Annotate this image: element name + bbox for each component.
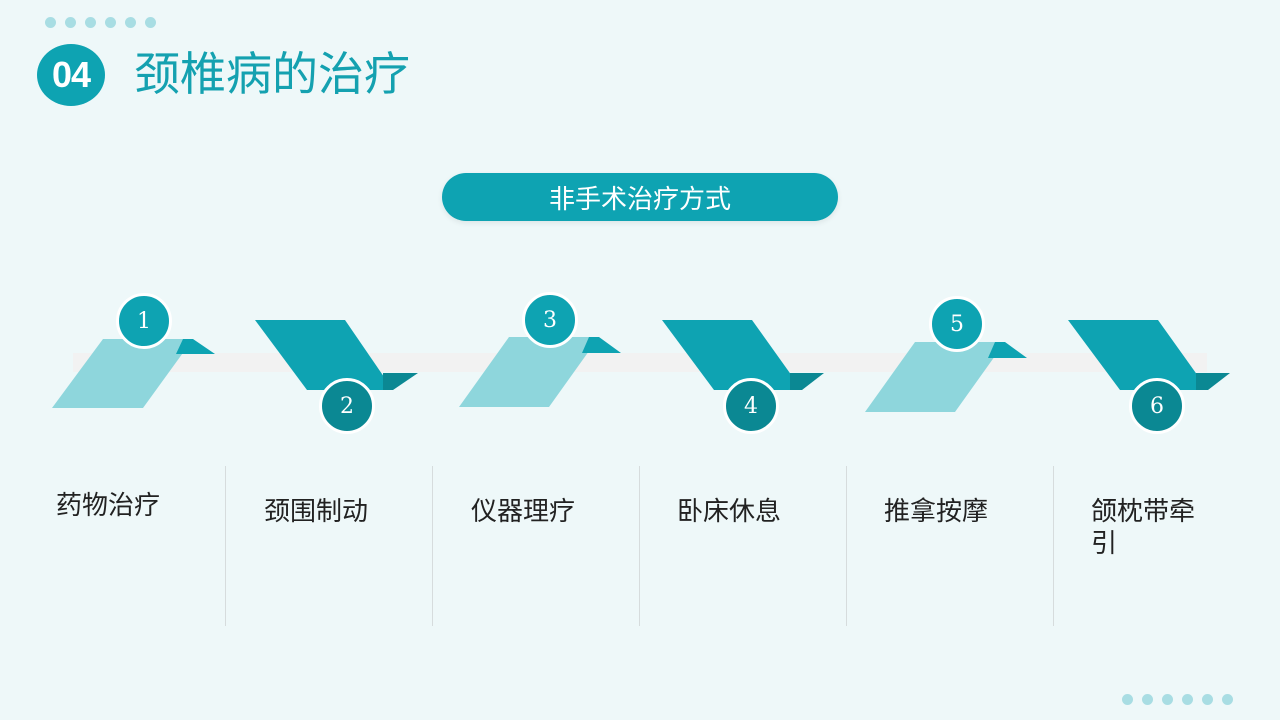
dot [45, 17, 56, 28]
column-divider [846, 466, 847, 626]
dot [125, 17, 136, 28]
step-number-4: 4 [723, 378, 779, 434]
step-2-parallelogram [255, 320, 418, 390]
dot [1202, 694, 1213, 705]
step-label-1: 药物治疗 [56, 491, 161, 521]
step-label-6: 颌枕带牵引 [1091, 497, 1196, 559]
column-divider [639, 466, 640, 626]
dot [1142, 694, 1153, 705]
dot [145, 17, 156, 28]
step-label-4: 卧床休息 [677, 497, 782, 527]
step-label-5: 推拿按摩 [884, 497, 989, 527]
step-5-parallelogram [865, 342, 1027, 412]
step-number-3: 3 [522, 292, 578, 348]
dot [85, 17, 96, 28]
step-number-1: 1 [116, 293, 172, 349]
column-divider [432, 466, 433, 626]
step-number-2: 2 [319, 378, 375, 434]
column-divider [1053, 466, 1054, 626]
step-1-parallelogram [52, 339, 215, 408]
step-3-parallelogram [459, 337, 621, 407]
step-label-3: 仪器理疗 [471, 497, 576, 527]
dot [105, 17, 116, 28]
page-title: 颈椎病的治疗 [134, 47, 410, 101]
category-banner: 非手术治疗方式 [442, 173, 838, 221]
step-6-parallelogram [1068, 320, 1230, 390]
step-number-5: 5 [929, 296, 985, 352]
step-4-parallelogram [662, 320, 824, 390]
dot [1122, 694, 1133, 705]
dot [1182, 694, 1193, 705]
dot [1222, 694, 1233, 705]
section-number-badge: 04 [37, 44, 105, 106]
decorative-dots-bottom [1122, 694, 1233, 705]
dot [1162, 694, 1173, 705]
decorative-dots-top [45, 17, 156, 28]
step-number-6: 6 [1129, 378, 1185, 434]
dot [65, 17, 76, 28]
column-divider [225, 466, 226, 626]
step-label-2: 颈围制动 [264, 497, 369, 527]
